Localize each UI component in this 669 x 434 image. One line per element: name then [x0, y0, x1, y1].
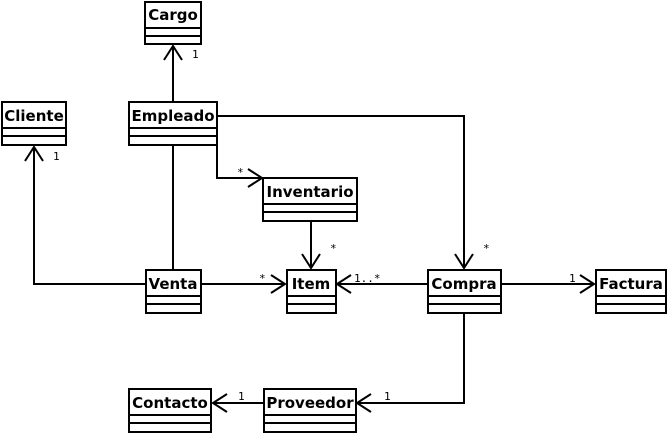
multiplicity-venta-item: * — [259, 272, 266, 285]
class-cliente[interactable]: Cliente — [1, 101, 67, 146]
class-inventario[interactable]: Inventario — [262, 177, 358, 222]
class-name-contacto: Contacto — [132, 394, 208, 412]
multiplicity-venta-cliente: 1 — [53, 150, 60, 163]
arrowhead-contacto — [211, 393, 228, 413]
class-factura[interactable]: Factura — [595, 269, 667, 314]
edge-empleado-compra — [217, 115, 465, 268]
arrowhead-item-from-venta — [270, 274, 287, 294]
arrowhead-factura — [579, 274, 596, 294]
class-contacto[interactable]: Contacto — [128, 388, 212, 433]
class-name-compra: Compra — [431, 275, 496, 293]
class-name-factura: Factura — [599, 275, 663, 293]
class-name-empleado: Empleado — [131, 107, 214, 125]
multiplicity-compra-factura: 1 — [569, 272, 576, 285]
multiplicity-empleado-cargo: 1 — [192, 48, 199, 61]
class-compra[interactable]: Compra — [427, 269, 502, 314]
multiplicity-proveedor-contacto: 1 — [238, 390, 245, 403]
multiplicity-compra-item: 1..* — [354, 272, 381, 285]
multiplicity-compra-proveedor: 1 — [384, 390, 391, 403]
class-name-cargo: Cargo — [148, 6, 198, 24]
class-item[interactable]: Item — [286, 269, 337, 314]
multiplicity-empleado-inventario: * — [237, 166, 244, 179]
class-name-inventario: Inventario — [266, 183, 353, 201]
edge-venta-cliente — [33, 147, 146, 285]
edge-compra-proveedor — [357, 314, 465, 404]
class-cargo[interactable]: Cargo — [144, 1, 202, 45]
class-proveedor[interactable]: Proveedor — [263, 388, 357, 433]
class-name-venta: Venta — [149, 275, 198, 293]
class-name-proveedor: Proveedor — [266, 394, 354, 412]
class-empleado[interactable]: Empleado — [128, 101, 218, 146]
multiplicity-inventario-item: * — [330, 242, 337, 255]
class-name-item: Item — [292, 275, 331, 293]
arrowhead-cliente — [24, 145, 44, 162]
arrowhead-compra — [454, 253, 474, 270]
class-name-cliente: Cliente — [4, 107, 64, 125]
multiplicity-empleado-compra: * — [483, 242, 490, 255]
class-venta[interactable]: Venta — [145, 269, 202, 314]
edge-empleado-inventario — [216, 146, 262, 179]
arrowhead-cargo — [163, 44, 183, 61]
arrowhead-item-from-inventario — [301, 253, 321, 270]
